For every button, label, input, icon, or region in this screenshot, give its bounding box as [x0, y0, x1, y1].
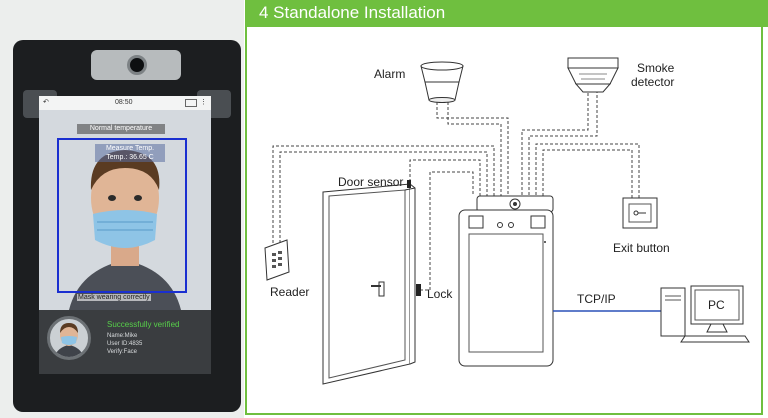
user-details: Name:Mike User ID:4835 Verify:Face: [107, 332, 142, 356]
battery-icon: [185, 99, 197, 107]
smoke-detector-icon: [567, 57, 619, 93]
diagram-frame: [245, 27, 763, 415]
temperature-status-label: Normal temperature: [77, 124, 165, 134]
mask-status-label: Mask wearing correctly: [77, 294, 151, 301]
verification-result-panel: Successfully verified Name:Mike User ID:…: [39, 310, 211, 374]
user-id: User ID:4835: [107, 341, 143, 347]
measure-temp-readout: Measure Temp. Temp.: 36.65 C: [95, 144, 165, 162]
thermal-camera-module: [91, 50, 181, 80]
diagram-panel: 4 Standalone Installation: [245, 0, 768, 418]
door-sensor-label: Door sensor: [338, 175, 403, 189]
smoke-label-line1: Smoke: [637, 61, 675, 75]
device-photo-panel: ↶ 08:50 ⋮: [0, 0, 244, 418]
temperature-value: Temp.: 36.65 C: [106, 154, 154, 161]
terminal-diagram-icon: [458, 195, 554, 367]
exit-button-label: Exit button: [613, 241, 670, 255]
face-detection-box: Measure Temp. Temp.: 36.65 C: [57, 138, 187, 293]
camera-preview: Normal temperature Measure Temp. Temp.: …: [39, 110, 211, 310]
verify-method: Verify:Face: [107, 349, 138, 355]
face-terminal-device: ↶ 08:50 ⋮: [13, 40, 241, 412]
user-name: Name:Mike: [107, 333, 138, 339]
alarm-icon: [420, 61, 464, 103]
diagram-title: 4 Standalone Installation: [259, 3, 446, 22]
exit-button-icon: [622, 197, 658, 229]
reader-label: Reader: [270, 285, 309, 299]
pc-icon: [660, 285, 750, 343]
menu-dots-icon[interactable]: ⋮: [200, 99, 207, 106]
card-reader-icon: [264, 239, 290, 281]
device-screen: ↶ 08:50 ⋮: [39, 96, 211, 374]
title-bar: 4 Standalone Installation: [245, 0, 768, 27]
camera-lens-icon: [127, 55, 147, 75]
screen-time: 08:50: [115, 99, 133, 106]
installation-diagram: Alarm Smoke detector: [264, 57, 750, 385]
tcpip-label: TCP/IP: [577, 292, 616, 306]
alarm-label: Alarm: [374, 67, 405, 81]
verify-success-title: Successfully verified: [107, 320, 180, 329]
measure-title: Measure Temp.: [105, 145, 155, 152]
wiring-lines: [272, 88, 640, 291]
pc-label: PC: [708, 298, 725, 312]
smoke-label-line2: detector: [631, 75, 674, 89]
back-arrow-icon[interactable]: ↶: [43, 99, 49, 106]
door-icon: [322, 180, 421, 385]
user-avatar: [47, 316, 91, 360]
screen-status-bar: ↶ 08:50 ⋮: [39, 96, 211, 110]
avatar-face-icon: [54, 323, 84, 357]
lock-label: Lock: [427, 287, 453, 301]
